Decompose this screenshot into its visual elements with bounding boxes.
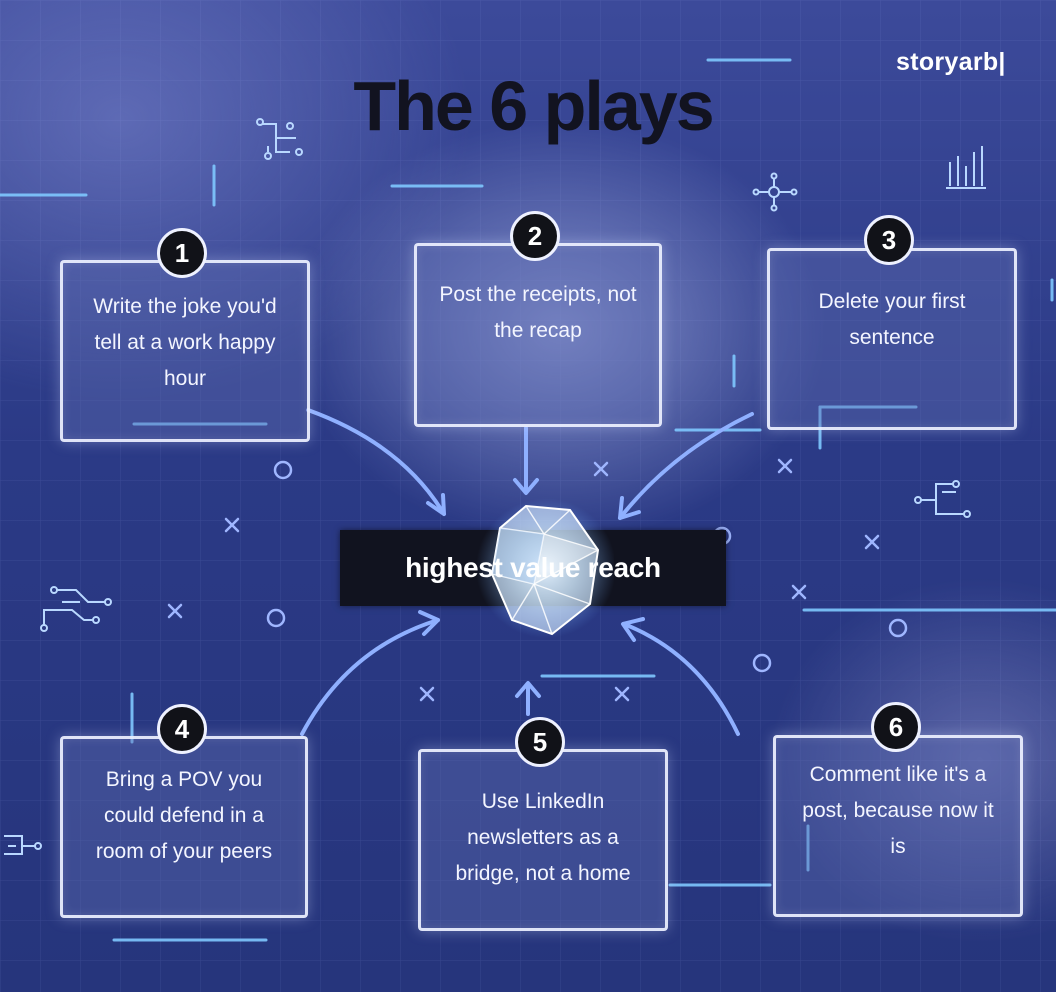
play-card-5: Use LinkedIn newsletters as a bridge, no… — [418, 749, 668, 931]
x-mark-icon — [224, 517, 240, 533]
arrow-from-play-4 — [300, 610, 440, 736]
circuit-icon — [40, 586, 112, 632]
arrow-from-play-6 — [621, 617, 740, 736]
arrow-from-play-2 — [513, 426, 539, 495]
play-text-2: Post the receipts, not the recap — [439, 283, 637, 342]
arrow-from-play-3 — [618, 412, 754, 520]
play-number-badge-1: 1 — [157, 228, 207, 278]
play-text-5: Use LinkedIn newsletters as a bridge, no… — [455, 790, 631, 885]
circuit-icon — [4, 835, 42, 855]
x-mark-icon — [419, 686, 435, 702]
circuit-icon — [914, 480, 971, 518]
play-card-4: Bring a POV you could defend in a room o… — [60, 736, 308, 918]
play-number-badge-6: 6 — [871, 702, 921, 752]
play-card-3: Delete your first sentence — [767, 248, 1017, 430]
play-text-1: Write the joke you'd tell at a work happ… — [93, 295, 277, 390]
brand-logo: storyarb| — [896, 48, 1006, 76]
arrow-from-play-1 — [306, 408, 446, 516]
play-number-badge-4: 4 — [157, 704, 207, 754]
center-label: highest value reach — [405, 552, 661, 583]
play-card-2: Post the receipts, not the recap — [414, 243, 662, 427]
circuit-icon — [256, 118, 303, 160]
play-number-badge-3: 3 — [864, 215, 914, 265]
circle-icon — [752, 653, 772, 673]
circle-icon — [273, 460, 293, 480]
x-mark-icon — [593, 461, 609, 477]
x-mark-icon — [791, 584, 807, 600]
circle-icon — [266, 608, 286, 628]
bar-chart-icon — [946, 146, 986, 189]
play-card-6: Comment like it's a post, because now it… — [773, 735, 1023, 917]
play-card-1: Write the joke you'd tell at a work happ… — [60, 260, 310, 442]
play-number-badge-2: 2 — [510, 211, 560, 261]
x-mark-icon — [167, 603, 183, 619]
x-mark-icon — [864, 534, 880, 550]
x-mark-icon — [777, 458, 793, 474]
page-title: The 6 plays — [353, 67, 714, 145]
play-number-badge-5: 5 — [515, 717, 565, 767]
play-text-3: Delete your first sentence — [818, 290, 966, 349]
network-icon — [752, 172, 798, 212]
diamond-icon — [476, 498, 614, 638]
x-mark-icon — [614, 686, 630, 702]
arrow-from-play-5 — [515, 681, 541, 716]
play-text-4: Bring a POV you could defend in a room o… — [95, 768, 273, 863]
circle-icon — [888, 618, 908, 638]
play-text-6: Comment like it's a post, because now it… — [802, 763, 994, 858]
